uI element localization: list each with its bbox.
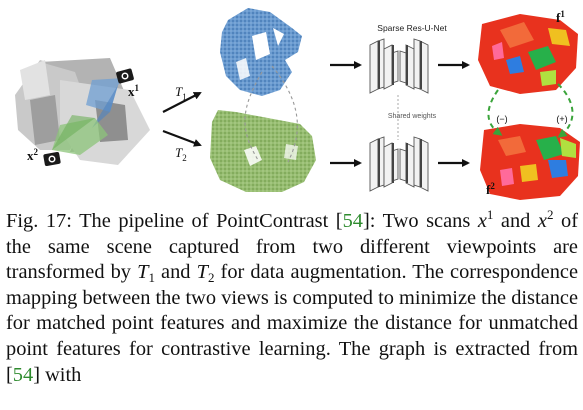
- shared-weights-label: Shared weights: [388, 113, 437, 120]
- correspondence-line-1: [244, 71, 263, 161]
- svg-text:x1: x1: [128, 83, 140, 99]
- citation-link-54[interactable]: 54: [342, 210, 363, 232]
- t2-arrow: [162, 129, 202, 147]
- caption-text: for data augmentation. The correspondenc…: [6, 261, 578, 386]
- svg-text:f2: f2: [486, 181, 495, 197]
- feature-map-f2: [480, 124, 580, 200]
- negative-pair-arc: [487, 89, 503, 136]
- math-x2: x2: [537, 207, 554, 232]
- pointcontrast-pipeline-diagram: x1 x2 T1 T2 Sparse Res-U-Net Shared weig…: [15, 8, 580, 200]
- math-x1: x1: [477, 207, 494, 232]
- caption-text: of the same scene captured from two diff…: [6, 210, 578, 284]
- camera-icon-x1: [116, 68, 134, 84]
- svg-text:f1: f1: [556, 9, 565, 25]
- positive-pair-label: (+): [556, 114, 567, 124]
- camera1-frustum: [86, 78, 124, 112]
- svg-text:x2: x2: [27, 147, 39, 163]
- math-t1: T1: [137, 261, 155, 286]
- correspondence-line-2: [271, 65, 298, 163]
- svg-text:T1: T1: [175, 84, 187, 102]
- figure-caption: Fig. 17: The pipeline of PointContrast […: [6, 207, 578, 388]
- caption-text: ]: Two scans: [362, 210, 478, 232]
- t1-arrow: [162, 92, 202, 113]
- network-label: Sparse Res-U-Net: [377, 23, 447, 33]
- scene-reconstruction: [15, 58, 150, 165]
- caption-text: and: [493, 210, 538, 232]
- negative-pair-label: (−): [496, 114, 507, 124]
- caption-prefix: Fig. 17: The pipeline of PointContrast [: [6, 210, 343, 232]
- positive-pair-arc: [557, 83, 574, 138]
- network-block-top: [369, 38, 429, 94]
- caption-text: ] with: [33, 363, 82, 386]
- citation-link-54[interactable]: 54: [12, 363, 34, 386]
- caption-text: and: [154, 261, 197, 284]
- camera-icon-x2: [43, 152, 61, 166]
- math-t2: T2: [196, 261, 215, 286]
- network-block-bottom: [369, 136, 429, 192]
- point-cloud-view1: [220, 8, 302, 96]
- point-cloud-view2: [210, 110, 316, 192]
- svg-text:T2: T2: [175, 145, 187, 163]
- feature-map-f1: [478, 14, 578, 94]
